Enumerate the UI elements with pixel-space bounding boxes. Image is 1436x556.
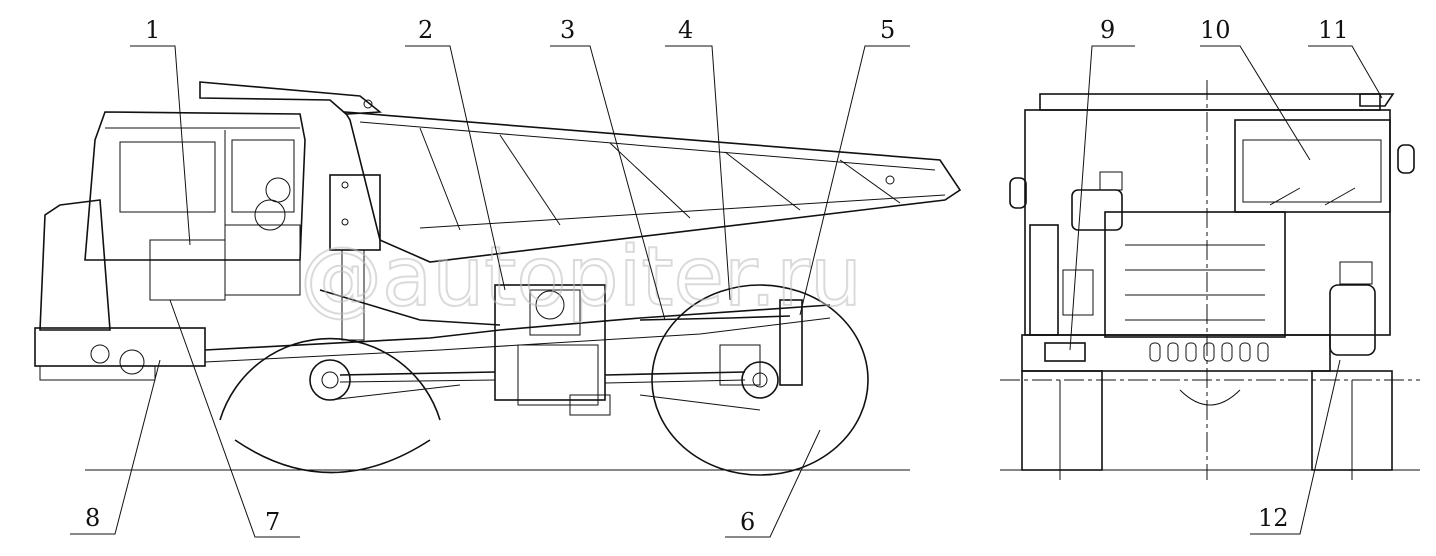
frame-rail — [204, 304, 831, 351]
callout-label-2: 2 — [418, 16, 433, 44]
front-view-left-wheel — [1021, 370, 1103, 471]
callout-6: 6 — [725, 429, 821, 538]
callout-label-7: 7 — [265, 508, 280, 536]
callout-label-5: 5 — [880, 16, 895, 44]
callout-label-12: 12 — [1258, 504, 1289, 532]
truck-side-view — [34, 81, 962, 476]
callout-4: 4 — [665, 16, 731, 301]
engine-compartment — [39, 199, 111, 331]
callout-label-11: 11 — [1318, 16, 1349, 44]
callout-7: 7 — [169, 299, 300, 538]
callout-label-4: 4 — [678, 16, 693, 44]
front-view-bumper — [1021, 334, 1331, 372]
callout-3: 3 — [550, 16, 666, 321]
front-view-windshield — [1242, 139, 1382, 203]
front-view-cab — [1234, 119, 1391, 213]
callout-1: 1 — [130, 16, 191, 246]
callout-2: 2 — [405, 16, 506, 291]
rear-suspension-strut — [779, 299, 803, 386]
callout-12: 12 — [1250, 359, 1341, 535]
callout-label-6: 6 — [740, 508, 755, 536]
callout-label-10: 10 — [1200, 16, 1231, 44]
rear-driveshaft — [604, 371, 746, 376]
callout-label-3: 3 — [560, 16, 575, 44]
front-wheel — [219, 337, 441, 474]
front-view-radiator — [1104, 211, 1286, 338]
dump-body-canopy — [199, 81, 383, 115]
callout-10: 10 — [1200, 16, 1311, 161]
transmission — [494, 284, 606, 401]
dump-body — [343, 111, 962, 263]
front-driveshaft — [339, 371, 496, 376]
callout-11: 11 — [1308, 16, 1383, 99]
callout-label-9: 9 — [1100, 16, 1115, 44]
callout-5: 5 — [799, 16, 910, 316]
callout-label-1: 1 — [145, 16, 160, 44]
truck-front-view — [1000, 80, 1420, 480]
callout-9: 9 — [1069, 16, 1135, 351]
cab — [84, 111, 306, 261]
watermark: @autopiter.ru — [300, 230, 862, 325]
callout-label-8: 8 — [85, 504, 100, 532]
callout-8: 8 — [70, 359, 161, 535]
